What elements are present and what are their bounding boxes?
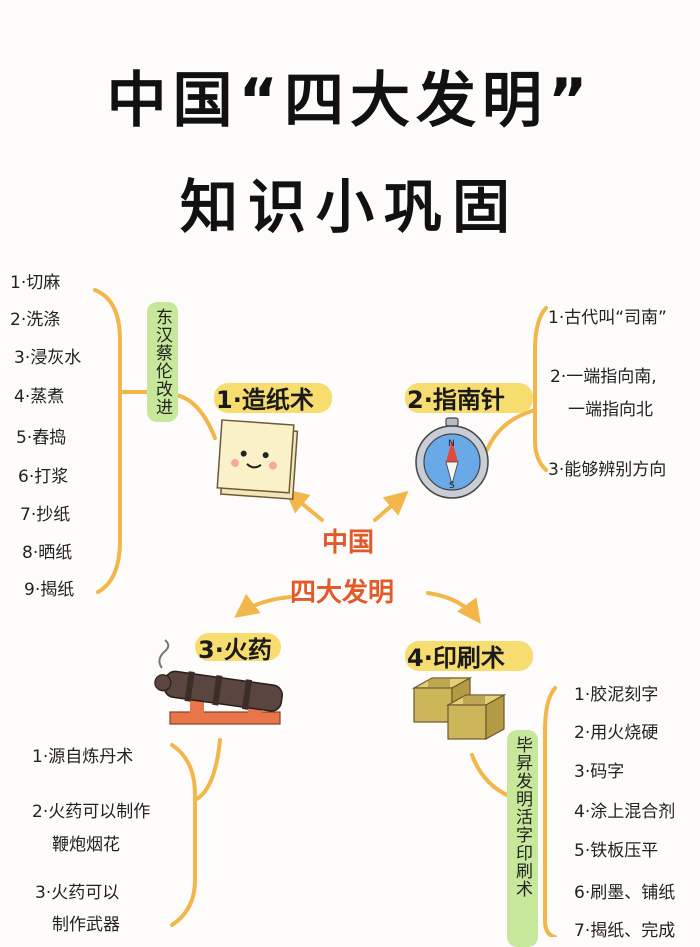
compass-point: 1·古代叫“司南” <box>548 308 667 328</box>
papermaking-bracket <box>93 288 122 594</box>
printing-step: 7·揭纸、完成 <box>574 921 676 941</box>
printing-title: 4·印刷术 <box>407 644 505 672</box>
papermaking-step: 9·揭纸 <box>24 580 75 600</box>
printing-title-highlight <box>405 641 533 671</box>
gunpowder-bracket <box>170 743 197 927</box>
center-label-line1: 中国 <box>322 528 375 558</box>
printing-step: 5·铁板压平 <box>574 841 659 861</box>
gunpowder-point: 2·火药可以制作 <box>32 802 151 822</box>
papermaking-step: 4·蒸煮 <box>14 387 65 407</box>
compass-title: 2·指南针 <box>407 386 505 414</box>
papermaking-title: 1·造纸术 <box>216 386 314 414</box>
printing-step: 1·胶泥刻字 <box>574 685 659 705</box>
printing-step: 6·刷墨、铺纸 <box>574 883 676 903</box>
compass-title-highlight <box>405 383 533 413</box>
papermaking-step: 8·晒纸 <box>22 543 73 563</box>
papermaking-step: 6·打浆 <box>18 467 69 487</box>
papermaking-step: 1·切麻 <box>10 273 61 293</box>
papermaking-step: 2·洗涤 <box>10 310 61 330</box>
svg-text:S: S <box>449 481 455 491</box>
printing-step: 3·码字 <box>574 762 625 782</box>
papermaking-step: 3·浸灰水 <box>14 348 82 368</box>
papermaking-step: 7·抄纸 <box>20 505 71 525</box>
gunpowder-point: 鞭炮烟花 <box>52 835 120 855</box>
compass-point: 2·一端指向南, <box>550 367 657 387</box>
compass-bracket <box>533 306 548 472</box>
compass-point: 3·能够辨别方向 <box>548 460 667 480</box>
printing-bracket <box>543 686 557 937</box>
printing-step: 2·用火烧硬 <box>574 723 659 743</box>
svg-text:N: N <box>448 439 455 449</box>
gunpowder-title-highlight <box>195 633 281 661</box>
center-label-line2: 四大发明 <box>290 578 395 608</box>
papermaking-step: 5·舂捣 <box>16 428 67 448</box>
compass-point: 一端指向北 <box>568 400 653 420</box>
gunpowder-point: 3·火药可以 <box>35 883 120 903</box>
papermaking-inventor: 东汉蔡伦改进 <box>147 302 178 422</box>
gunpowder-title: 3·火药 <box>198 636 272 664</box>
page-title-line2: 知识小巩固 <box>179 173 520 241</box>
printing-inventor: 毕昇发明活字印刷术 <box>507 730 538 947</box>
page-title-line1: 中国“四大发明” <box>106 66 594 136</box>
gunpowder-point: 制作武器 <box>52 915 120 935</box>
printing-step: 4·涂上混合剂 <box>574 802 676 822</box>
gunpowder-point: 1·源自炼丹术 <box>32 747 134 767</box>
papermaking-title-highlight <box>214 383 332 413</box>
